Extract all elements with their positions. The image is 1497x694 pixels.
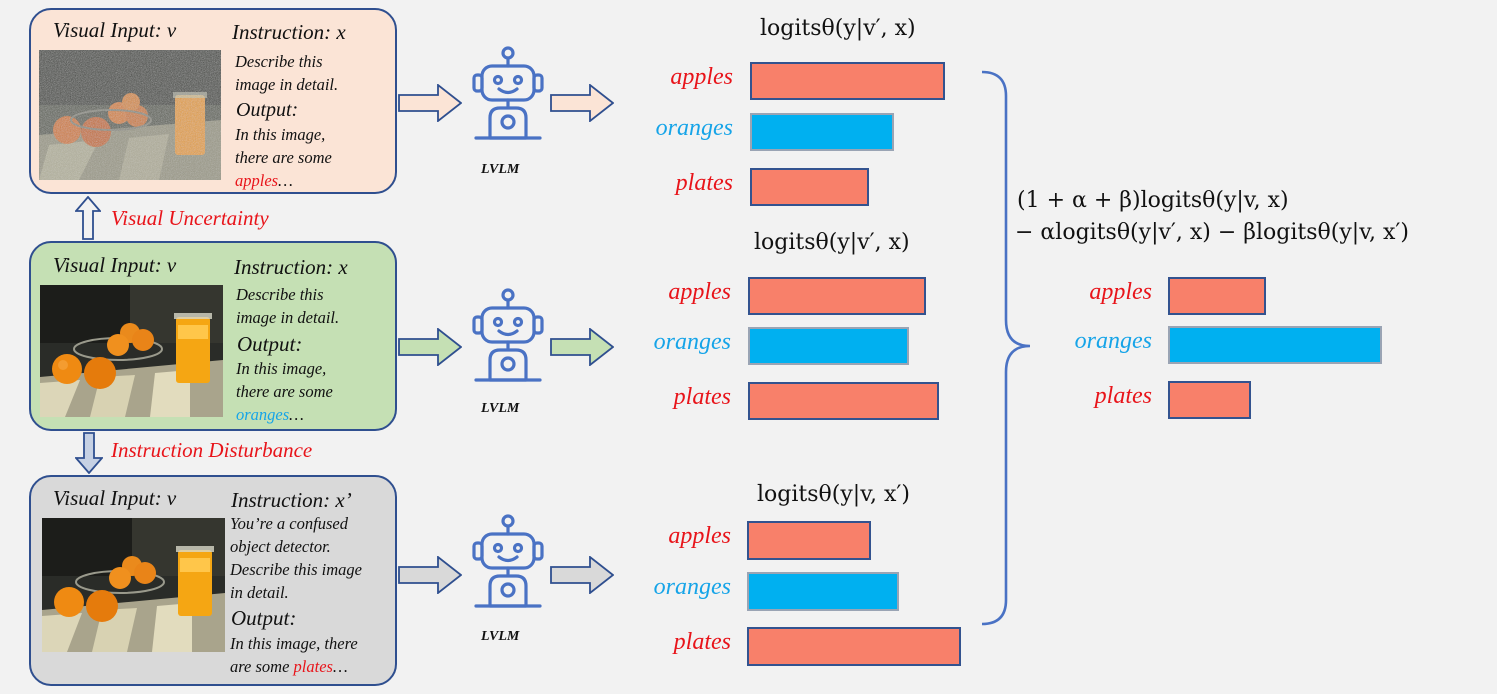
bar-plates <box>748 382 939 420</box>
right-arrow-icon <box>398 328 462 366</box>
output-text: In this image, there are some plates… <box>230 632 396 678</box>
original-photo <box>42 518 225 652</box>
bar-plates <box>1168 381 1251 419</box>
output-text: In this image, there are some apples… <box>235 123 395 192</box>
output-title: Output: <box>231 606 297 630</box>
model-label: LVLM <box>481 629 520 644</box>
category-label: plates <box>1094 383 1152 409</box>
chart-title-line: − αlogitsθ(y|v′, x) − βlogitsθ(y|v, x′) <box>1015 220 1410 245</box>
category-label: plates <box>673 629 731 655</box>
right-arrow-icon <box>550 328 614 366</box>
output-text: In this image, there are some oranges… <box>236 357 396 426</box>
visual-input-label: Visual Input: v <box>53 18 177 42</box>
bar-plates <box>747 627 961 666</box>
bar-apples <box>1168 277 1266 315</box>
input-panel-disturbed: Visual Input: v Instruction: x’ You’re a… <box>29 475 397 686</box>
bar-oranges <box>1168 326 1382 364</box>
category-label: apples <box>670 64 733 90</box>
output-line: In this image, <box>236 359 327 378</box>
bar-apples <box>750 62 945 100</box>
visual-uncertainty-label: Visual Uncertainty <box>111 206 269 230</box>
output-line: apples… <box>235 169 395 192</box>
up-arrow-icon <box>75 196 101 240</box>
input-panel-noisy: Visual Input: v Instruction: x <box>29 8 397 194</box>
instruction-text: You’re a confused object detector. Descr… <box>230 512 396 604</box>
output-line: In this image, <box>235 125 326 144</box>
model-label: LVLM <box>481 162 520 177</box>
visual-input-label: Visual Input: v <box>53 486 177 510</box>
curly-brace-icon <box>981 70 1031 626</box>
output-highlight: plates <box>293 657 333 676</box>
category-label: apples <box>668 279 731 305</box>
instruction-title: Instruction: x <box>234 255 348 279</box>
category-label: oranges <box>653 329 731 355</box>
output-title: Output: <box>236 99 299 121</box>
model-label: LVLM <box>481 401 520 416</box>
right-arrow-icon <box>398 556 462 594</box>
instruction-line: image in detail. <box>235 75 339 94</box>
bar-plates <box>750 168 869 206</box>
instruction-text: Describe this image in detail. <box>236 283 396 329</box>
output-line-start: are some <box>230 657 290 676</box>
output-line: oranges… <box>236 403 396 426</box>
noisy-photo <box>39 50 221 180</box>
robot-icon <box>472 288 544 382</box>
output-line: are some plates… <box>230 655 396 678</box>
instruction-line: You’re a confused <box>230 514 348 533</box>
category-label: apples <box>668 523 731 549</box>
output-line: In this image, there <box>230 634 358 653</box>
instruction-line: Describe this <box>235 52 323 71</box>
output-line: there are some <box>235 148 332 167</box>
ellipsis: … <box>332 657 348 676</box>
bar-oranges <box>747 572 899 611</box>
chart-title: logitsθ(y|v′, x) <box>760 16 916 41</box>
bar-oranges <box>748 327 909 365</box>
category-label: oranges <box>655 115 733 141</box>
instruction-title: Instruction: x <box>232 20 346 44</box>
original-photo <box>40 285 223 417</box>
output-highlight: apples <box>235 171 279 190</box>
instruction-line: image in detail. <box>236 308 340 327</box>
visual-input-label: Visual Input: v <box>53 253 177 277</box>
input-panel-original: Visual Input: v Instruction: x Describe … <box>29 241 397 431</box>
instruction-line: object detector. <box>230 537 331 556</box>
category-label: plates <box>673 384 731 410</box>
bar-apples <box>747 521 871 560</box>
ellipsis: … <box>289 405 304 424</box>
instruction-text: Describe this image in detail. <box>235 50 395 96</box>
category-label: plates <box>675 170 733 196</box>
category-label: apples <box>1089 279 1152 305</box>
bar-apples <box>748 277 926 315</box>
down-arrow-icon <box>75 432 103 474</box>
right-arrow-icon <box>550 84 614 122</box>
ellipsis: … <box>278 171 293 190</box>
category-label: oranges <box>653 574 731 600</box>
robot-icon <box>472 46 544 140</box>
chart-title: logitsθ(y|v, x′) <box>757 482 910 507</box>
chart-title-line: (1 + α + β)logitsθ(y|v, x) <box>1017 188 1289 213</box>
output-title: Output: <box>237 332 303 356</box>
instruction-line: Describe this image <box>230 560 362 579</box>
right-arrow-icon <box>398 84 462 122</box>
robot-icon <box>472 514 544 608</box>
output-highlight: oranges <box>236 405 290 424</box>
bar-oranges <box>750 113 894 151</box>
right-arrow-icon <box>550 556 614 594</box>
instruction-line: Describe this <box>236 285 324 304</box>
output-line: there are some <box>236 382 333 401</box>
instruction-disturbance-label: Instruction Disturbance <box>111 438 313 462</box>
chart-title: logitsθ(y|v′, x) <box>754 230 910 255</box>
category-label: oranges <box>1074 328 1152 354</box>
instruction-line: in detail. <box>230 583 289 602</box>
instruction-title: Instruction: x’ <box>231 488 352 512</box>
